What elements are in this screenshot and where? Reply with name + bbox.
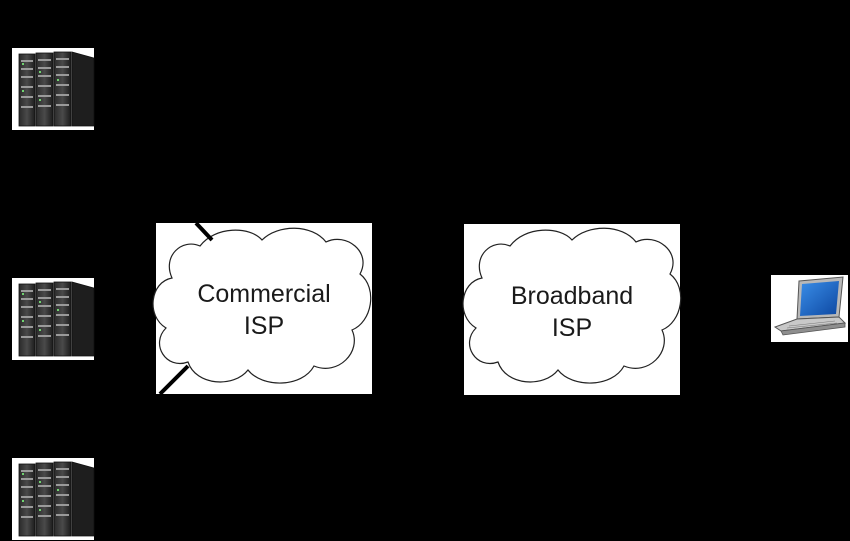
server-rack-icon bbox=[11, 457, 95, 541]
broadband-isp-label-line2: ISP bbox=[552, 314, 592, 342]
cloud-icon bbox=[462, 227, 682, 384]
laptop-icon bbox=[773, 276, 847, 336]
commercial-isp-label-line2: ISP bbox=[244, 312, 284, 340]
broadband-isp-label-line1: Broadband bbox=[511, 282, 633, 310]
commercial-isp-node: Commercial ISP bbox=[152, 221, 372, 396]
connection-lines bbox=[88, 116, 772, 477]
broadband-isp-node: Broadband ISP bbox=[462, 224, 682, 395]
client-laptop-node bbox=[771, 275, 848, 342]
edge-server-1-commercial-isp bbox=[88, 116, 214, 242]
cloud-icon bbox=[152, 227, 372, 384]
server-rack-icon bbox=[11, 47, 95, 131]
commercial-isp-label-line1: Commercial bbox=[197, 280, 330, 308]
server-rack-icon bbox=[11, 277, 95, 361]
edge-server-2-commercial-isp bbox=[94, 308, 159, 320]
